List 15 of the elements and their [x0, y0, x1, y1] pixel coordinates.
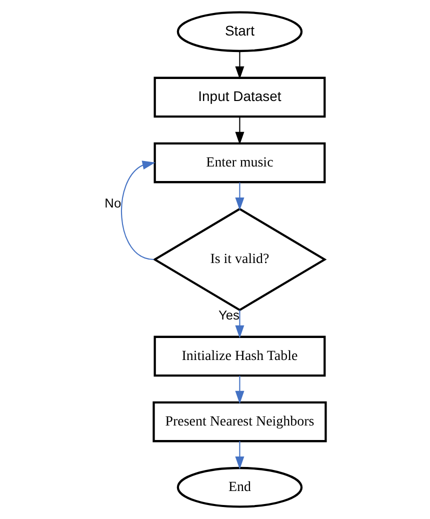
edge-label: No [104, 195, 122, 210]
node-ellipse: End [176, 466, 303, 508]
arrow [235, 116, 244, 145]
arrow [121, 160, 156, 260]
node-box: Present Nearest Neighbors [152, 401, 327, 442]
node-box: Input Dataset [154, 76, 326, 118]
node-ellipse: Start [176, 11, 303, 52]
node-box: Enter music [154, 142, 326, 184]
arrow [235, 376, 244, 404]
arrow [235, 51, 244, 80]
node-diamond: Is it valid? [152, 208, 327, 312]
arrow [235, 441, 244, 470]
node-box: Initialize Hash Table [154, 336, 326, 377]
arrow [235, 310, 244, 338]
arrow [235, 182, 244, 210]
